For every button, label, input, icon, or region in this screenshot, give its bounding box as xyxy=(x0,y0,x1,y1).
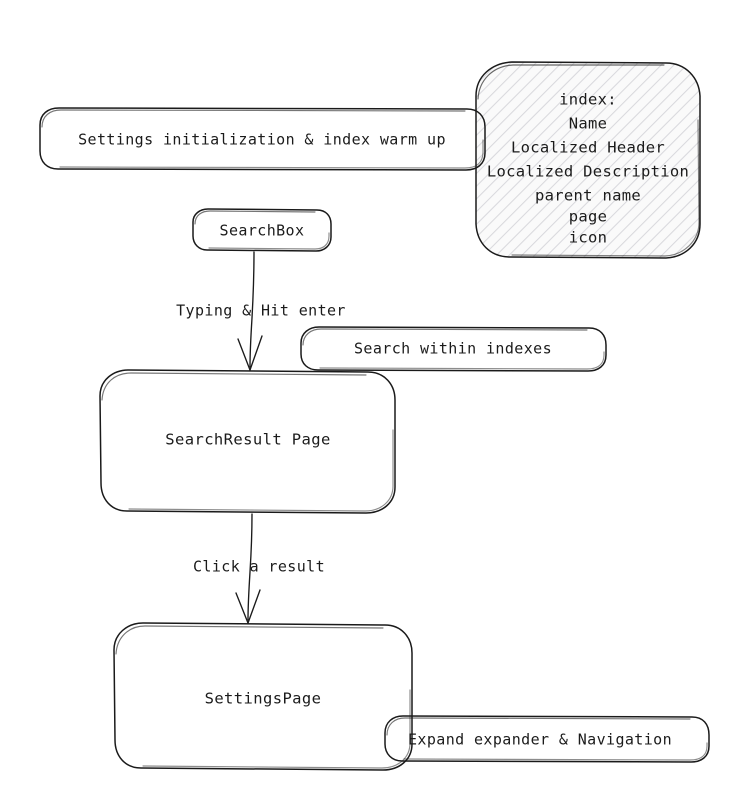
node-searchbox-sketch2 xyxy=(208,232,330,250)
edge-typing-line xyxy=(249,251,255,368)
node-searchbox-label: SearchBox xyxy=(220,222,305,240)
index-note-border-sketch xyxy=(477,64,665,100)
index-note-border-sketch2 xyxy=(511,119,700,257)
index-note-line: Localized Header xyxy=(511,139,665,157)
annotation-settings-init-sketch xyxy=(41,109,466,128)
edge-typing-label: Typing & Hit enter xyxy=(176,302,346,320)
index-note-border xyxy=(475,61,701,259)
node-settingspage[interactable]: SettingsPage xyxy=(113,622,413,771)
annotation-settings-init-sketch2 xyxy=(59,139,484,169)
edge-click-a-result: Click a result xyxy=(193,513,325,624)
node-searchbox-sketch xyxy=(194,210,316,225)
annotation-search-within-sketch xyxy=(302,328,588,346)
node-searchbox[interactable]: SearchBox xyxy=(192,208,332,252)
edge-click-arrowhead-left xyxy=(235,592,249,624)
index-note-line: parent name xyxy=(535,187,641,205)
edge-typing-hit-enter: Typing & Hit enter xyxy=(176,251,346,371)
annotation-expand-expander-sketch2 xyxy=(403,742,708,761)
node-settingspage-sketch xyxy=(115,625,384,655)
annotation-expand-expander-label: Expand expander & Navigation xyxy=(408,731,672,749)
annotation-search-within-box xyxy=(300,326,607,372)
annotation-expand-expander-box xyxy=(384,715,710,763)
annotation-search-within: Search within indexes xyxy=(300,326,607,372)
annotation-search-within-label: Search within indexes xyxy=(354,340,552,358)
node-searchresult-sketch xyxy=(101,372,367,401)
node-searchresult-label: SearchResult Page xyxy=(165,431,330,449)
annotation-settings-init-box xyxy=(39,107,486,171)
index-note: index: Name Localized Header Localized D… xyxy=(475,61,701,259)
edge-typing-arrowhead-right xyxy=(249,335,263,371)
node-searchresult-sketch2 xyxy=(128,429,394,512)
node-searchresult-page[interactable]: SearchResult Page xyxy=(99,369,396,514)
index-note-line: index: xyxy=(559,91,617,109)
node-settingspage-box[interactable] xyxy=(113,622,413,771)
index-note-fill xyxy=(476,62,700,258)
annotation-search-within-sketch2 xyxy=(319,351,605,370)
node-searchbox-box[interactable] xyxy=(192,208,332,252)
annotation-settings-init: Settings initialization & index warm up xyxy=(39,107,486,171)
index-note-line: Localized Description xyxy=(487,163,689,181)
annotation-expand-expander: Expand expander & Navigation xyxy=(384,715,710,763)
edge-click-label: Click a result xyxy=(193,558,325,576)
annotation-settings-init-label: Settings initialization & index warm up xyxy=(78,131,446,149)
annotation-expand-expander-sketch xyxy=(386,717,691,736)
edge-click-arrowhead-right xyxy=(247,589,261,624)
index-note-line: page xyxy=(569,208,608,226)
index-note-line: icon xyxy=(569,229,608,247)
node-searchresult-box[interactable] xyxy=(99,369,396,514)
edge-click-line xyxy=(247,513,253,621)
edge-typing-arrowhead-left xyxy=(237,338,251,371)
index-note-line: Name xyxy=(569,115,608,133)
node-settingspage-label: SettingsPage xyxy=(205,690,322,708)
